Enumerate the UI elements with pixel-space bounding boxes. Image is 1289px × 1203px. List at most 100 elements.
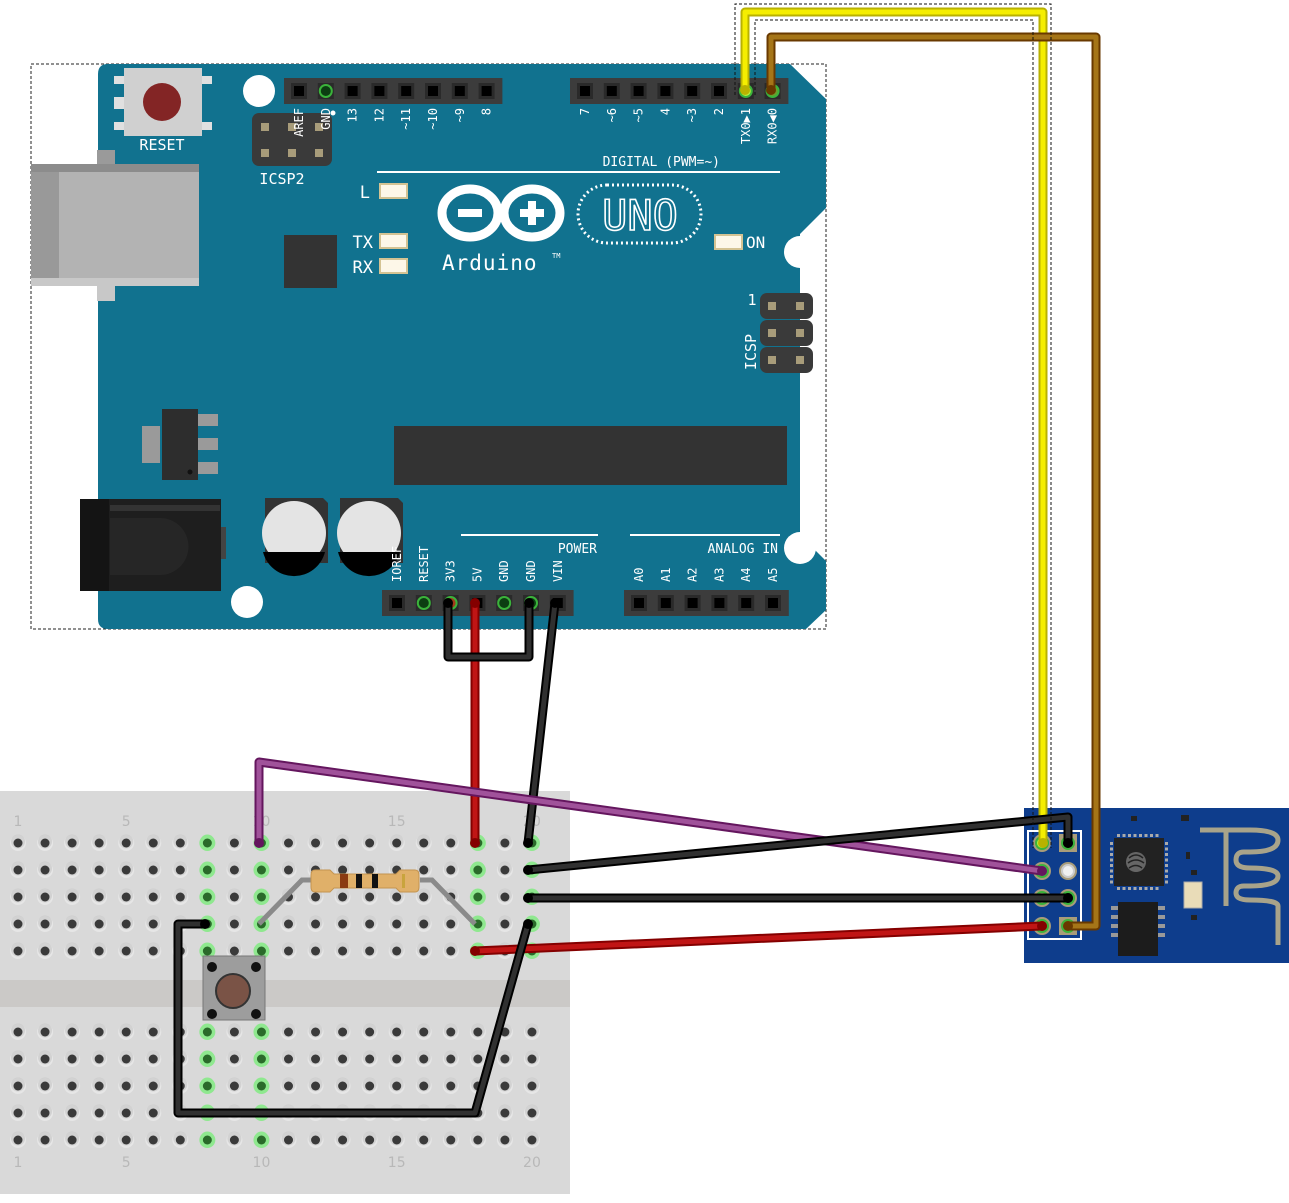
analog-pin[interactable] — [768, 598, 778, 608]
wire-end[interactable] — [740, 85, 750, 95]
breadboard-hole[interactable] — [338, 892, 348, 902]
breadboard-hole[interactable] — [338, 946, 348, 956]
wire-end[interactable] — [254, 838, 264, 848]
wire-end[interactable] — [523, 893, 533, 903]
breadboard-hole[interactable] — [202, 838, 212, 848]
breadboard-hole[interactable] — [419, 892, 429, 902]
breadboard-hole[interactable] — [202, 1027, 212, 1037]
breadboard-hole[interactable] — [311, 946, 321, 956]
breadboard-hole[interactable] — [40, 1081, 50, 1091]
breadboard-hole[interactable] — [121, 865, 131, 875]
breadboard-hole[interactable] — [121, 946, 131, 956]
power-pin-reset[interactable] — [416, 596, 431, 610]
breadboard-hole[interactable] — [148, 1081, 158, 1091]
breadboard-hole[interactable] — [392, 892, 402, 902]
breadboard-hole[interactable] — [527, 1108, 537, 1118]
breadboard-hole[interactable] — [527, 1081, 537, 1091]
breadboard-hole[interactable] — [500, 892, 510, 902]
resistor[interactable] — [257, 869, 477, 926]
breadboard-hole[interactable] — [446, 1027, 456, 1037]
breadboard-hole[interactable] — [121, 1081, 131, 1091]
breadboard-hole[interactable] — [121, 1108, 131, 1118]
breadboard-hole[interactable] — [40, 1054, 50, 1064]
breadboard-hole[interactable] — [202, 1081, 212, 1091]
digital-pin[interactable] — [687, 86, 698, 96]
power-pin[interactable] — [392, 598, 402, 608]
breadboard-hole[interactable] — [392, 1054, 402, 1064]
breadboard-hole[interactable] — [419, 838, 429, 848]
breadboard-hole[interactable] — [446, 865, 456, 875]
wire-end[interactable] — [470, 598, 480, 608]
power-pin-gnd[interactable] — [497, 596, 512, 610]
breadboard-hole[interactable] — [67, 1054, 77, 1064]
breadboard-hole[interactable] — [473, 1054, 483, 1064]
breadboard-hole[interactable] — [121, 1027, 131, 1037]
breadboard-hole[interactable] — [338, 1027, 348, 1037]
breadboard-hole[interactable] — [148, 1027, 158, 1037]
breadboard-hole[interactable] — [338, 1081, 348, 1091]
breadboard-hole[interactable] — [67, 1108, 77, 1118]
analog-pin[interactable] — [634, 598, 644, 608]
breadboard-hole[interactable] — [229, 838, 239, 848]
breadboard-hole[interactable] — [94, 1135, 104, 1145]
breadboard-hole[interactable] — [527, 1135, 537, 1145]
breadboard-hole[interactable] — [229, 919, 239, 929]
wire-end[interactable] — [470, 946, 480, 956]
breadboard-hole[interactable] — [229, 865, 239, 875]
breadboard-hole[interactable] — [148, 838, 158, 848]
black-reset-gnd-jumper[interactable] — [443, 598, 534, 662]
breadboard-hole[interactable] — [338, 865, 348, 875]
breadboard-hole[interactable] — [40, 838, 50, 848]
breadboard-hole[interactable] — [311, 1027, 321, 1037]
breadboard-hole[interactable] — [500, 919, 510, 929]
breadboard-hole[interactable] — [94, 1054, 104, 1064]
breadboard-hole[interactable] — [311, 1054, 321, 1064]
breadboard-hole[interactable] — [473, 1027, 483, 1037]
breadboard-hole[interactable] — [446, 1081, 456, 1091]
breadboard-hole[interactable] — [473, 892, 483, 902]
digital-pin[interactable] — [401, 86, 412, 96]
breadboard-hole[interactable] — [284, 919, 293, 929]
breadboard-hole[interactable] — [284, 1027, 293, 1037]
breadboard-hole[interactable] — [365, 1054, 375, 1064]
wire-end[interactable] — [470, 838, 480, 848]
breadboard-hole[interactable] — [67, 946, 77, 956]
breadboard-hole[interactable] — [500, 1081, 510, 1091]
breadboard-hole[interactable] — [148, 919, 158, 929]
brown-rx-wire[interactable] — [766, 32, 1101, 931]
breadboard-hole[interactable] — [365, 919, 375, 929]
breadboard-hole[interactable] — [338, 1054, 348, 1064]
wire-end[interactable] — [443, 598, 453, 608]
breadboard-hole[interactable] — [13, 1108, 23, 1118]
breadboard-hole[interactable] — [392, 1081, 402, 1091]
breadboard-hole[interactable] — [148, 892, 158, 902]
breadboard-hole[interactable] — [500, 838, 510, 848]
breadboard-hole[interactable] — [311, 838, 321, 848]
digital-pin[interactable] — [428, 86, 438, 96]
breadboard-hole[interactable] — [175, 892, 185, 902]
breadboard-hole[interactable] — [175, 865, 185, 875]
breadboard-hole[interactable] — [229, 946, 239, 956]
breadboard-hole[interactable] — [229, 1135, 239, 1145]
breadboard-hole[interactable] — [365, 946, 375, 956]
breadboard-hole[interactable] — [13, 838, 23, 848]
wire-end[interactable] — [523, 865, 533, 875]
breadboard-hole[interactable] — [67, 1027, 77, 1037]
breadboard-hole[interactable] — [311, 919, 321, 929]
breadboard-hole[interactable] — [284, 1081, 293, 1091]
breadboard-hole[interactable] — [419, 1054, 429, 1064]
breadboard-hole[interactable] — [40, 946, 50, 956]
breadboard-hole[interactable] — [121, 892, 131, 902]
breadboard-hole[interactable] — [202, 946, 212, 956]
breadboard-hole[interactable] — [229, 892, 239, 902]
red-esp-vcc-wire[interactable] — [470, 921, 1047, 956]
breadboard-hole[interactable] — [121, 1135, 131, 1145]
breadboard-hole[interactable] — [311, 1081, 321, 1091]
wire-end[interactable] — [200, 919, 210, 929]
breadboard-hole[interactable] — [67, 892, 77, 902]
breadboard-hole[interactable] — [365, 865, 375, 875]
breadboard-hole[interactable] — [500, 1135, 510, 1145]
digital-pin[interactable] — [294, 86, 304, 96]
breadboard-hole[interactable] — [446, 946, 456, 956]
breadboard-hole[interactable] — [284, 1054, 293, 1064]
